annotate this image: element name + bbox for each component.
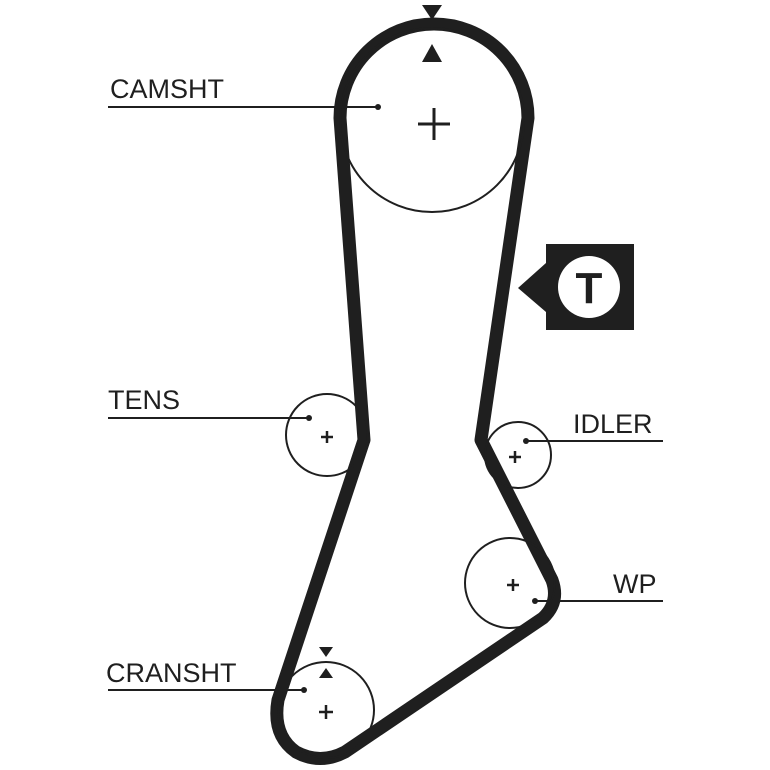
idler-pulley: [484, 421, 552, 489]
timing-belt: [270, 17, 561, 765]
tension-badge-pointer-icon: [518, 263, 546, 312]
crankshaft-pulley-circle: [277, 661, 375, 759]
water-pump-pulley-circle: [464, 537, 556, 629]
water-pump-label: WP: [613, 569, 657, 599]
crankshaft-center-cross-icon: [319, 705, 333, 719]
crankshaft-label: CRANSHT: [106, 658, 237, 688]
idler-pulley-circle: [484, 421, 552, 489]
belt-outer-path: [270, 17, 561, 765]
water-pump-pulley: [464, 537, 556, 629]
tensioner-pulley-circle: [285, 393, 369, 477]
tension-badge-circle: [558, 256, 620, 318]
crankshaft-timing-mark-up-icon: [319, 668, 333, 678]
tension-badge-letter: T: [576, 264, 603, 313]
camshaft-pulley-circle: [339, 27, 525, 213]
camshaft-timing-mark-down-icon: [422, 5, 442, 20]
camshaft-pulley: [339, 27, 525, 213]
camshaft-timing-mark-up-icon: [422, 44, 442, 62]
tensioner-label: TENS: [108, 385, 180, 415]
camshaft-label: CAMSHT: [110, 74, 224, 104]
tensioner-pulley: [285, 393, 369, 477]
tension-badge: T: [518, 244, 634, 330]
idler-center-cross-icon: [509, 451, 521, 463]
tensioner-center-cross-icon: [321, 431, 333, 443]
camshaft-center-cross-icon: [418, 108, 450, 140]
water-pump-center-cross-icon: [507, 579, 519, 591]
crankshaft-timing-mark-down-icon: [319, 647, 333, 657]
idler-label: IDLER: [573, 409, 653, 439]
